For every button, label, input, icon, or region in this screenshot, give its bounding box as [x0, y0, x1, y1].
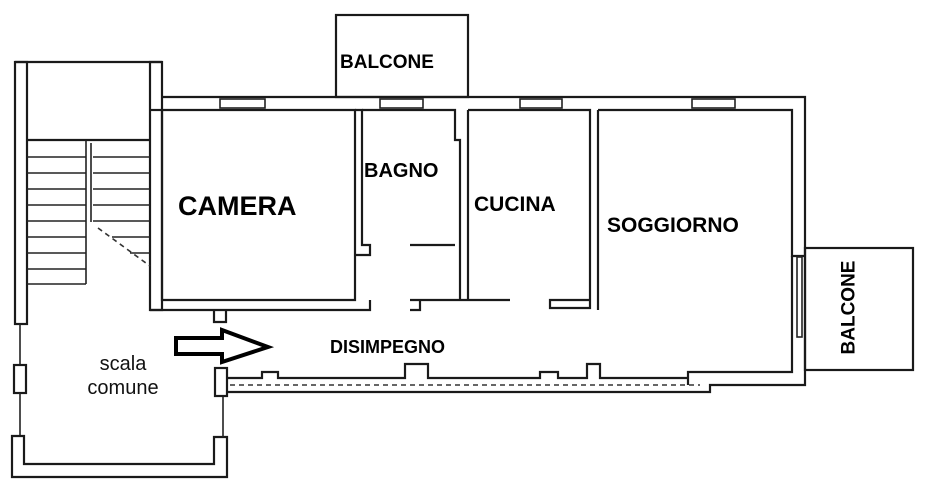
room-label-cucina: CUCINA [474, 193, 556, 216]
room-label-camera: CAMERA [178, 191, 297, 221]
stairwell [10, 60, 229, 479]
scala-label-line2: comune [87, 377, 159, 399]
outer-walls [150, 95, 807, 394]
balcone-top-outline [334, 13, 470, 99]
balcone-right-outline [803, 246, 915, 372]
entrance-arrow-icon [174, 327, 275, 365]
room-label-bagno: BAGNO [364, 160, 439, 182]
room-label-soggiorno: SOGGIORNO [607, 214, 739, 237]
windows [219, 98, 736, 109]
room-label-disimpegno: DISIMPEGNO [330, 337, 446, 357]
room-label-balcone-right: BALCONE [838, 260, 860, 355]
room-label-balcone-top: BALCONE [340, 52, 434, 73]
room-label-scala-comune: scala comune [68, 352, 178, 400]
scala-label-line1: scala [99, 353, 147, 375]
